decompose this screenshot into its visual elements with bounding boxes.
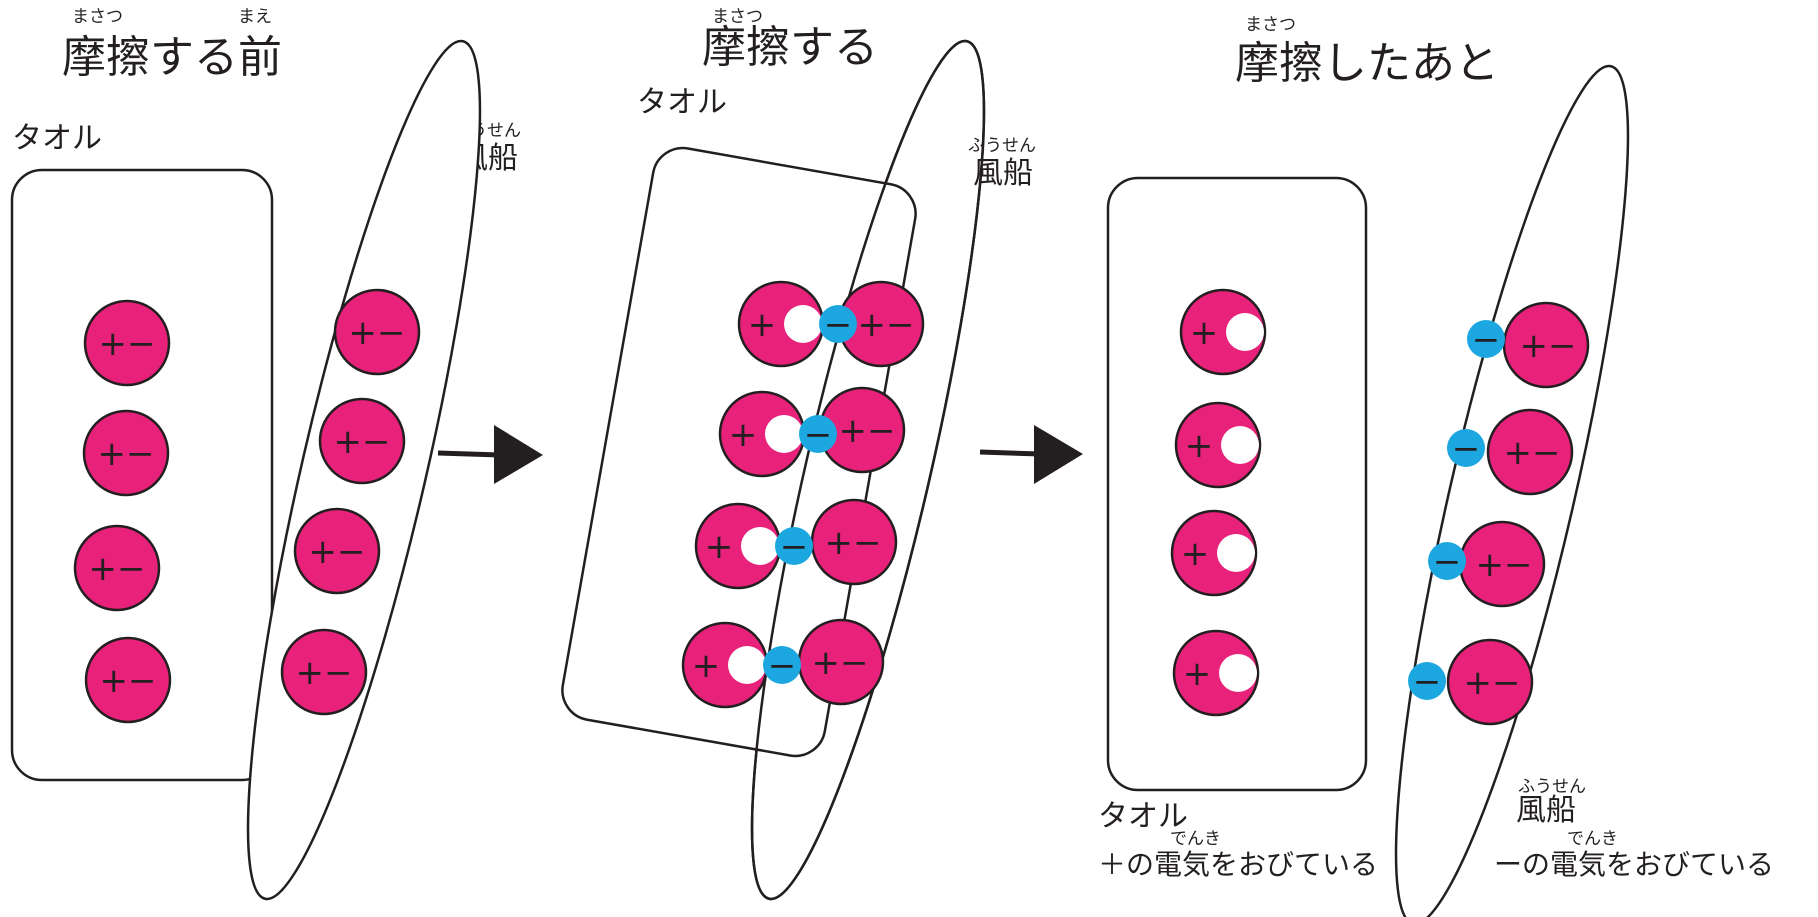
balloon-particle: +− <box>797 618 885 706</box>
towel-particle: +− <box>82 409 170 497</box>
svg-text:+−: +− <box>1464 663 1521 703</box>
svg-text:−: − <box>768 646 797 686</box>
svg-text:+−: +− <box>334 422 391 462</box>
towel-particle: + <box>1179 288 1267 376</box>
electron: − <box>1428 542 1466 582</box>
svg-text:+: + <box>729 415 758 455</box>
svg-text:+−: +− <box>89 549 146 589</box>
right-arrow-icon <box>437 425 543 484</box>
svg-text:+−: +− <box>349 313 406 353</box>
balloon-particle: +− <box>837 280 925 368</box>
svg-text:+−: +− <box>98 434 155 474</box>
title-ruby-masatsu: まさつ <box>712 7 763 27</box>
svg-text:−: − <box>1472 320 1501 360</box>
electron: − <box>799 415 837 455</box>
svg-text:+: + <box>1183 654 1212 694</box>
towel-label: タオル <box>637 85 727 120</box>
balloon-particle: +− <box>1502 301 1590 389</box>
balloon-charge-text: ーの電気をおびている <box>1494 848 1774 881</box>
electron: − <box>1467 320 1505 360</box>
panel-title: 摩擦する前 <box>62 32 282 83</box>
electron: − <box>763 646 801 686</box>
svg-text:+−: +− <box>839 411 896 451</box>
balloon-particle: +− <box>318 397 406 485</box>
balloon <box>1394 64 1630 917</box>
electron: − <box>1447 429 1485 469</box>
panel-title: 摩擦する <box>702 22 878 73</box>
svg-text:+−: +− <box>100 661 157 701</box>
panel-after-friction: まさつ 摩擦したあと + + + + +− <box>1098 15 1774 917</box>
balloon-charge-ruby: でんき <box>1567 829 1618 849</box>
svg-text:+−: +− <box>858 305 915 345</box>
electron: − <box>775 527 813 567</box>
towel-particle: + <box>1174 401 1262 489</box>
balloon-particle: +− <box>280 628 368 716</box>
balloon-particle: +− <box>1486 408 1574 496</box>
balloon-particle: +− <box>1446 638 1534 726</box>
svg-text:+: + <box>692 646 721 686</box>
electron: − <box>819 305 857 345</box>
svg-text:+−: +− <box>1476 545 1533 585</box>
towel-particle: +− <box>84 636 172 724</box>
title-ruby-masatsu: まさつ <box>1245 15 1296 35</box>
svg-text:+−: +− <box>309 532 366 572</box>
balloon-label: 風船 <box>1516 793 1576 828</box>
svg-text:+: + <box>748 305 777 345</box>
svg-text:−: − <box>804 415 833 455</box>
svg-text:−: − <box>1433 542 1462 582</box>
balloon-particle: +− <box>333 288 421 376</box>
title-ruby-mae: まえ <box>238 7 272 27</box>
towel-label: タオル <box>1098 799 1188 834</box>
balloon-particle: +− <box>810 498 898 586</box>
svg-text:+: + <box>1185 426 1214 466</box>
balloon-particle: +− <box>293 507 381 595</box>
svg-text:−: − <box>1413 662 1442 702</box>
svg-text:−: − <box>780 527 809 567</box>
balloon-ruby: ふうせん <box>1518 777 1586 797</box>
panel-title: 摩擦したあと <box>1235 38 1499 89</box>
towel-particle: + <box>1170 509 1258 597</box>
balloon-ruby: ふうせん <box>968 136 1036 156</box>
towel-particle: +− <box>73 524 161 612</box>
towel-particle: + <box>1172 629 1260 717</box>
svg-text:+: + <box>1181 534 1210 574</box>
svg-text:−: − <box>824 305 853 345</box>
svg-text:+: + <box>705 527 734 567</box>
towel-particle: + <box>694 502 782 590</box>
balloon-outline-front <box>750 39 986 901</box>
balloon-particle: +− <box>818 386 906 474</box>
towel-label: タオル <box>12 121 102 156</box>
right-arrow-icon <box>979 425 1083 484</box>
svg-text:+−: +− <box>296 653 353 693</box>
svg-text:+−: +− <box>1520 326 1577 366</box>
electron: − <box>1408 662 1446 702</box>
svg-text:+−: +− <box>812 643 869 683</box>
towel-particle: +− <box>83 299 171 387</box>
panel-during-friction: まさつ 摩擦する タオル ふうせん 風船 + +− − + +− <box>561 7 1036 901</box>
balloon-particle: +− <box>1458 520 1546 608</box>
towel-particle: + <box>737 280 825 368</box>
svg-text:−: − <box>1452 429 1481 469</box>
svg-text:+−: +− <box>1504 433 1561 473</box>
towel-particle: + <box>718 390 806 478</box>
towel-charge-ruby: でんき <box>1170 829 1221 849</box>
title-ruby-masatsu: まさつ <box>72 7 123 27</box>
svg-text:+−: +− <box>99 324 156 364</box>
towel-charge-text: ＋の電気をおびている <box>1098 848 1378 881</box>
towel <box>1106 176 1368 792</box>
svg-text:+: + <box>1190 313 1219 353</box>
towel-particle: + <box>681 621 769 709</box>
svg-text:+−: +− <box>825 523 882 563</box>
panel-before-friction: まさつ まえ 摩擦する前 タオル ふうせん 風船 +− +− +− +− +− <box>10 7 521 901</box>
